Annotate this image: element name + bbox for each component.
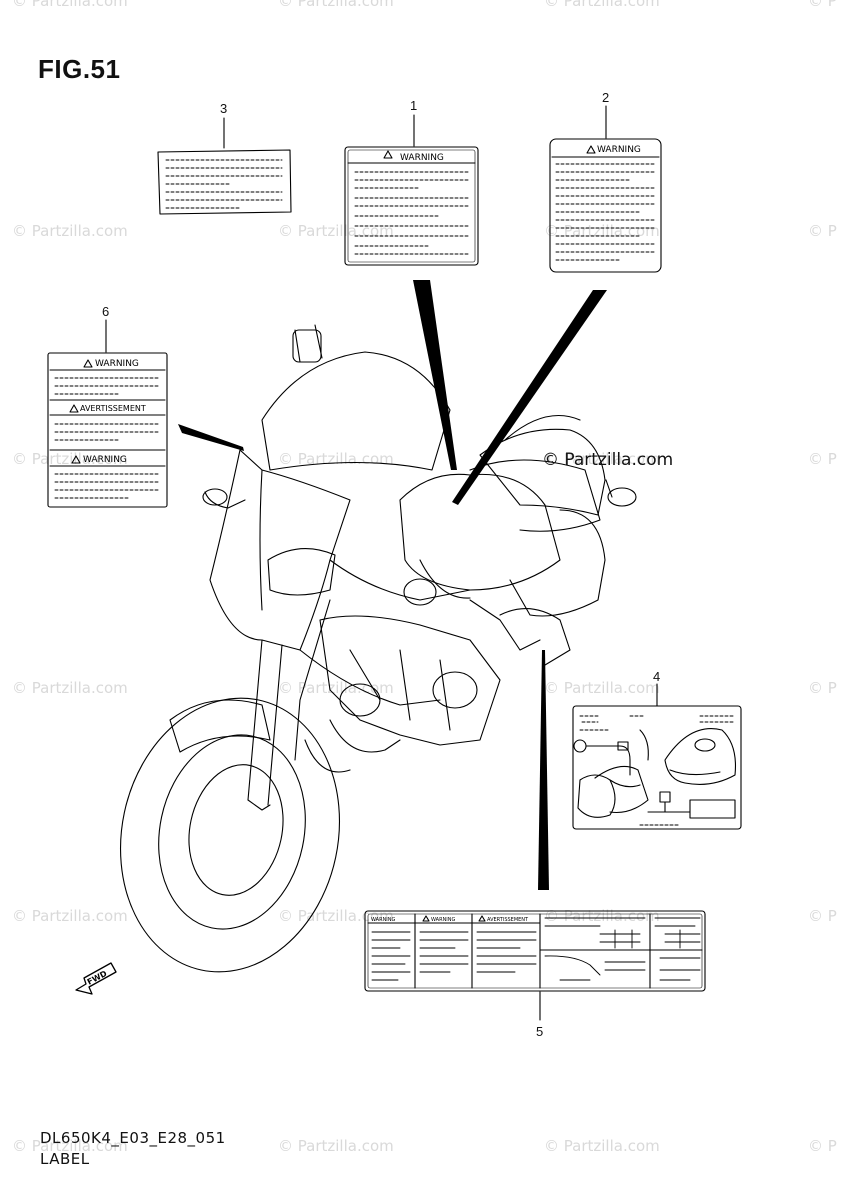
callout-1: 1 [410, 98, 418, 113]
watermark-text: © Partzilla.com [12, 450, 128, 468]
watermark-text: © Partzilla.com [12, 679, 128, 697]
label-5-header-3: AVERTISSEMENT [487, 917, 529, 923]
watermark-text: © Partzilla.com [12, 222, 128, 240]
watermark-text: © Partzilla.com [544, 222, 660, 240]
watermark-text-partial: © P [808, 0, 837, 10]
watermark-text: © Partzilla.com [544, 679, 660, 697]
callout-5: 5 [536, 1024, 544, 1039]
watermark-text: © Partzilla.com [12, 0, 128, 10]
figure-title: FIG.51 [38, 54, 121, 84]
fwd-text: FWD [86, 969, 109, 987]
label-1-header: WARNING [400, 153, 444, 163]
watermark-text: © Partzilla.com [278, 0, 394, 10]
label-6-header-1: WARNING [95, 359, 139, 369]
label-5-header-1: WARNING [371, 917, 396, 923]
watermark-text: © Partzilla.com [544, 450, 660, 468]
callout-4: 4 [653, 669, 661, 684]
watermark-text: © Partzilla.com [278, 222, 394, 240]
watermark-text: © Partzilla.com [544, 0, 660, 10]
callout-3: 3 [220, 101, 228, 116]
callout-6: 6 [102, 304, 110, 319]
watermark-text-partial: © P [808, 1137, 837, 1155]
watermark-text-partial: © P [808, 450, 837, 468]
label-5 [364, 910, 706, 992]
callout-2: 2 [602, 90, 610, 105]
label-6-header-2: AVERTISSEMENT [80, 404, 146, 413]
label-6-header-3: WARNING [83, 455, 127, 465]
watermark-text: © Partzilla.com [278, 450, 394, 468]
motorcycle-drawing [119, 324, 637, 973]
watermark-text: © Partzilla.com [12, 907, 128, 925]
label-6 [47, 352, 168, 508]
watermark-text-partial: © P [808, 222, 837, 240]
watermark-text-partial: © P [808, 679, 837, 697]
leader-lines [178, 280, 607, 890]
diagram-code: DL650K4_E03_E28_051 [40, 1129, 226, 1147]
label-2-header: WARNING [597, 145, 641, 155]
watermark-text: © Partzilla.com [278, 679, 394, 697]
label-1 [344, 146, 479, 266]
label-2 [549, 138, 662, 273]
watermark-text-partial: © P [808, 907, 837, 925]
label-3 [157, 149, 292, 215]
watermark-text: © Partzilla.com [12, 1137, 128, 1155]
copyright-text: © Partzilla.com [542, 450, 674, 470]
watermark-text: © Partzilla.com [544, 1137, 660, 1155]
label-5-header-2: WARNING [431, 917, 456, 923]
diagram-caption: LABEL [40, 1150, 90, 1168]
watermark-text: © Partzilla.com [278, 1137, 394, 1155]
label-4 [572, 705, 742, 830]
fwd-arrow [75, 962, 117, 995]
